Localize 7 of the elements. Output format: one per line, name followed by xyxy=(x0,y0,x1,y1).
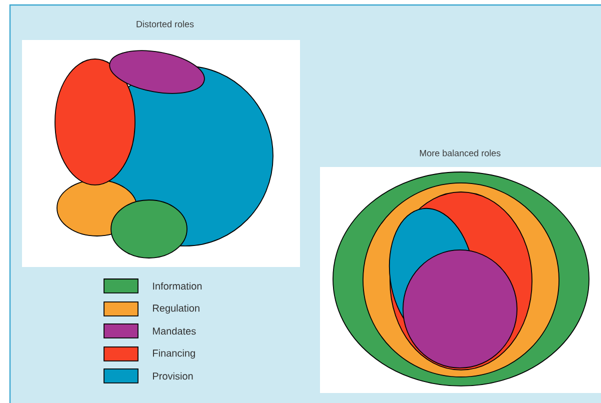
legend-label: Mandates xyxy=(153,327,196,335)
legend-label: Financing xyxy=(153,349,195,359)
legend-label: Regulation xyxy=(153,304,200,314)
panel-title: Distorted roles xyxy=(136,20,194,28)
legend-label: Provision xyxy=(153,372,193,380)
panel-title: More balanced roles xyxy=(420,150,500,156)
legend-label: Information xyxy=(153,282,202,290)
